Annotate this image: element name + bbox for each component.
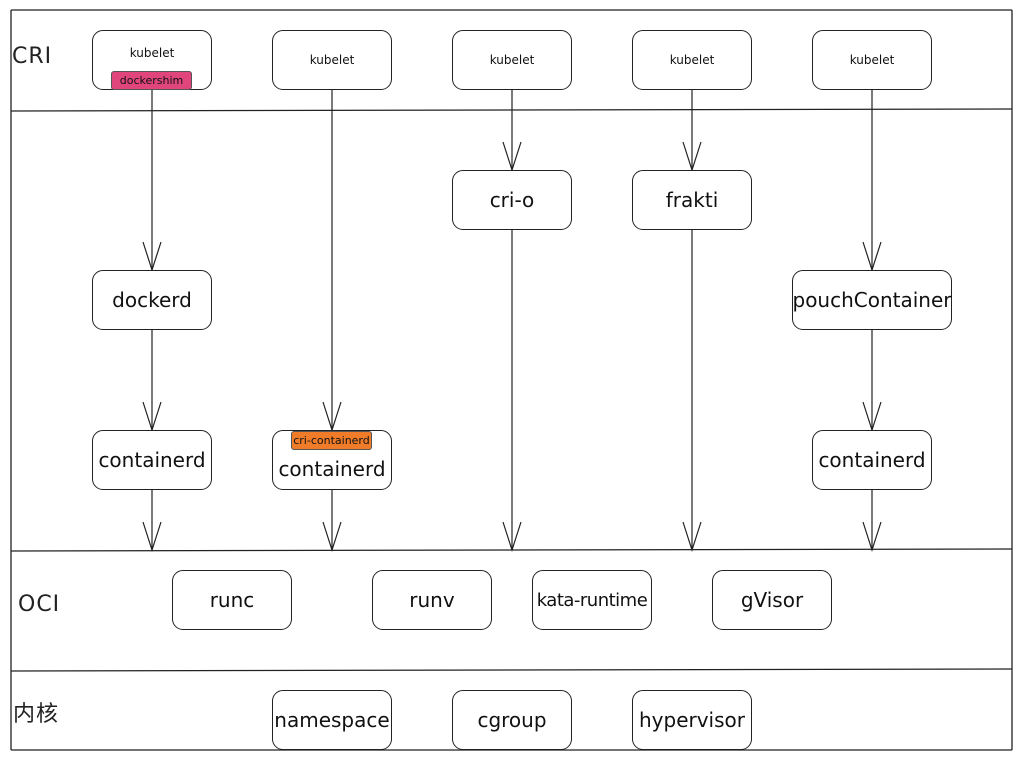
cri-containerd-tag: cri-containerd xyxy=(291,431,372,450)
band-label-oci: OCI xyxy=(18,592,61,617)
cgroup-node[interactable]: cgroup xyxy=(452,690,572,750)
divider-oci-bottom xyxy=(10,668,1013,672)
gvisor-node[interactable]: gVisor xyxy=(712,570,832,630)
arrowhead-oci-col3 xyxy=(502,521,522,552)
crio-node[interactable]: cri-o xyxy=(452,170,572,230)
frakti-node[interactable]: frakti xyxy=(632,170,752,230)
dockershim-tag: dockershim xyxy=(111,71,192,90)
band-label-cri: CRI xyxy=(12,44,53,69)
dockerd-node[interactable]: dockerd xyxy=(92,270,212,330)
arrowhead-oci-col1 xyxy=(142,521,162,552)
band-label-kernel: 内核 xyxy=(13,702,60,727)
kubelet-node-4[interactable]: kubelet xyxy=(632,30,752,90)
arrowhead-oci-col5 xyxy=(862,521,882,552)
kubelet-node-2[interactable]: kubelet xyxy=(272,30,392,90)
kata-runtime-node[interactable]: kata-runtime xyxy=(532,570,652,630)
containerd-node-3[interactable]: containerd xyxy=(812,430,932,490)
runv-node[interactable]: runv xyxy=(372,570,492,630)
hypervisor-node[interactable]: hypervisor xyxy=(632,690,752,750)
arrowhead-oci-col2 xyxy=(322,521,342,552)
containerd-node-1[interactable]: containerd xyxy=(92,430,212,490)
kubelet-node-3[interactable]: kubelet xyxy=(452,30,572,90)
kubelet-node-5[interactable]: kubelet xyxy=(812,30,932,90)
pouchcontainer-node[interactable]: pouchContainer xyxy=(792,270,952,330)
runc-node[interactable]: runc xyxy=(172,570,292,630)
arrowhead-oci-col4 xyxy=(682,521,702,552)
namespace-node[interactable]: namespace xyxy=(272,690,392,750)
